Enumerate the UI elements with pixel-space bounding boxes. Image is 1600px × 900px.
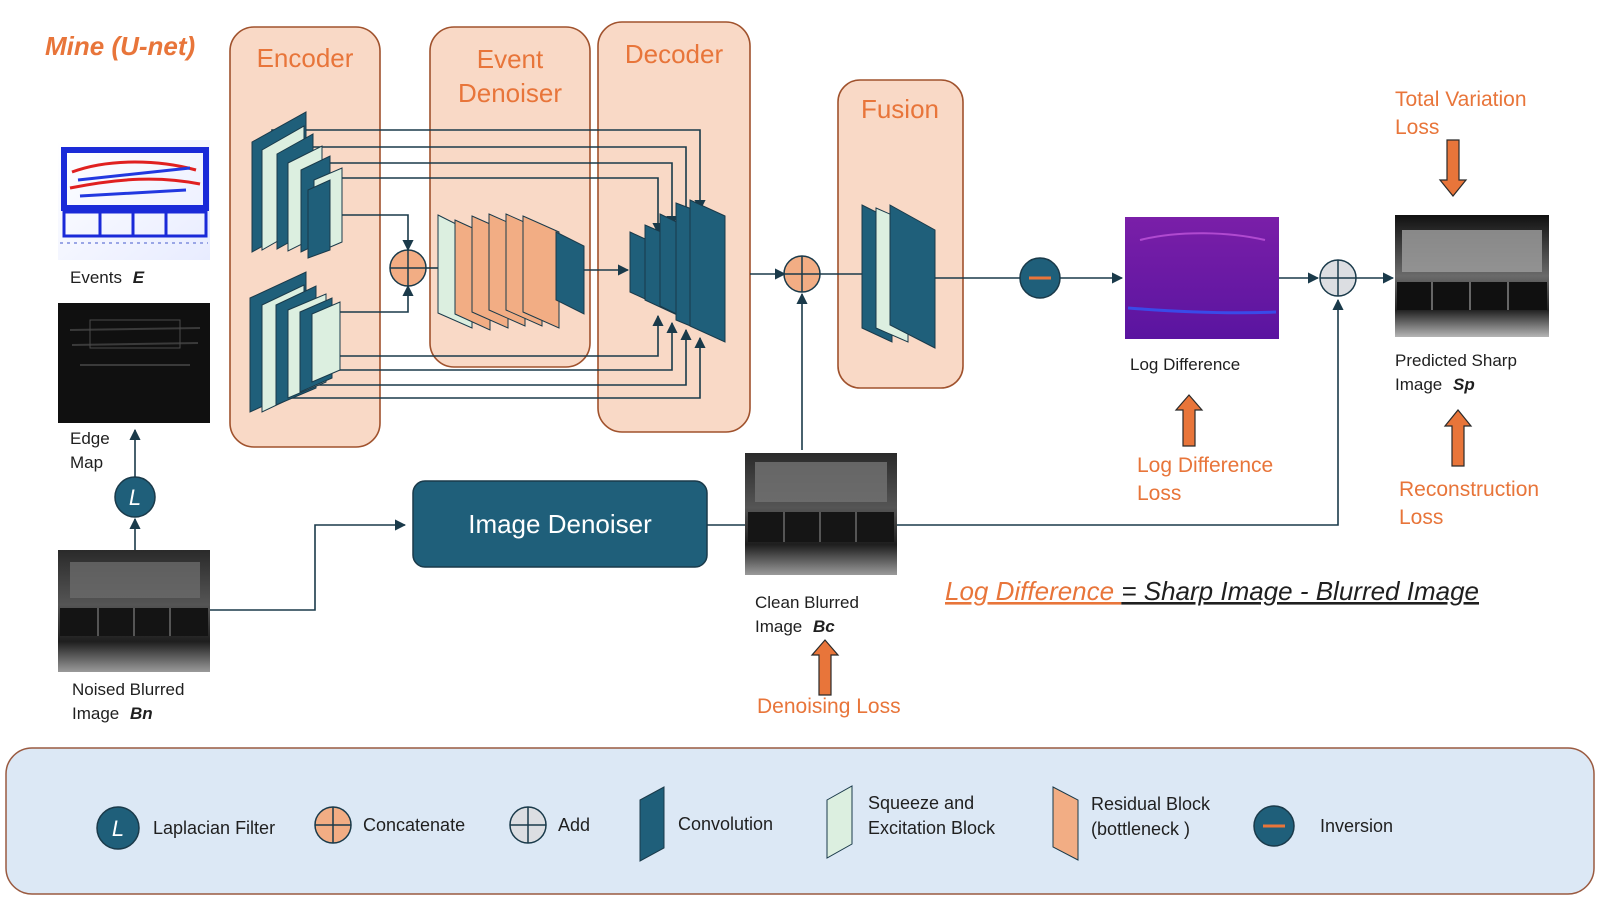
image-denoiser-label: Image Denoiser: [468, 509, 652, 539]
encoder-label: Encoder: [257, 43, 354, 73]
decoder-label: Decoder: [625, 39, 724, 69]
tv-loss-arrow: [1438, 139, 1468, 197]
fusion-blocks: [861, 204, 936, 349]
concatenate-icon: [389, 249, 427, 287]
legend-residual-icon: [1052, 786, 1079, 861]
legend-concatenate-label: Concatenate: [363, 815, 465, 835]
svg-text:L: L: [129, 485, 141, 510]
noised-caption-2: Image Bn: [72, 704, 153, 723]
log-difference-caption: Log Difference: [1130, 355, 1240, 374]
log-difference-loss-1: Log Difference: [1137, 454, 1273, 477]
legend-concatenate-icon: [314, 806, 352, 844]
tv-loss-1: Total Variation: [1395, 88, 1527, 111]
encoder-event-branch: [251, 111, 343, 259]
event-denoiser-label-2: Denoiser: [458, 78, 562, 108]
log-difference-equation: Log Difference = Sharp Image - Blurred I…: [945, 576, 1479, 606]
denoising-loss-arrow: [810, 639, 840, 696]
svg-text:L: L: [112, 816, 124, 841]
legend-add-label: Add: [558, 815, 590, 835]
noised-blurred-image: [58, 550, 210, 672]
decoder-blocks: [629, 199, 726, 343]
image-denoiser-block: [412, 480, 708, 568]
legend-convolution-label: Convolution: [678, 814, 773, 834]
inversion-icon: [1019, 257, 1061, 299]
legend-se-icon: [826, 785, 853, 859]
predicted-caption-1: Predicted Sharp: [1395, 351, 1517, 370]
diagram-title: Mine (U-net): [45, 31, 195, 61]
laplacian-filter-icon: L: [114, 476, 156, 518]
reconstruction-loss-arrow: [1443, 409, 1473, 467]
fusion-concatenate-icon: [783, 255, 821, 293]
legend-add-icon: [509, 806, 547, 844]
predicted-sharp-image: [1395, 215, 1549, 337]
legend-residual-label-2: (bottleneck ): [1091, 819, 1190, 839]
fusion-label: Fusion: [861, 94, 939, 124]
events-caption: Events E: [70, 268, 145, 287]
predicted-caption-2: Image Sp: [1395, 375, 1475, 394]
legend-se-label-2: Excitation Block: [868, 818, 996, 838]
log-difference-loss-arrow: [1174, 394, 1204, 447]
log-difference-image: [1125, 217, 1279, 339]
legend-inversion-label: Inversion: [1320, 816, 1393, 836]
encoder-image-branch: [249, 271, 341, 413]
event-denoiser-blocks: [437, 213, 585, 331]
clean-caption-2: Image Bc: [755, 617, 835, 636]
noised-caption-1: Noised Blurred: [72, 680, 184, 699]
reconstruction-loss-1: Reconstruction: [1399, 478, 1539, 501]
edge-map-caption-2: Map: [70, 453, 103, 472]
edge-map-image: [58, 303, 210, 423]
legend-se-label-1: Squeeze and: [868, 793, 974, 813]
tv-loss-2: Loss: [1395, 116, 1439, 139]
add-icon: [1319, 259, 1357, 297]
legend-laplacian-label: Laplacian Filter: [153, 818, 275, 838]
legend-residual-label-1: Residual Block: [1091, 794, 1211, 814]
log-difference-loss-2: Loss: [1137, 482, 1181, 505]
clean-blurred-image: [745, 453, 897, 575]
edge-map-caption-1: Edge: [70, 429, 110, 448]
legend-laplacian-icon: L: [96, 806, 140, 850]
legend-convolution-icon: [639, 786, 665, 862]
legend-inversion-icon: [1253, 805, 1295, 847]
clean-caption-1: Clean Blurred: [755, 593, 859, 612]
event-denoiser-label-1: Event: [477, 44, 544, 74]
denoising-loss-label: Denoising Loss: [757, 695, 901, 718]
legend-panel: [5, 747, 1595, 895]
reconstruction-loss-2: Loss: [1399, 506, 1443, 529]
events-image: [58, 140, 210, 260]
